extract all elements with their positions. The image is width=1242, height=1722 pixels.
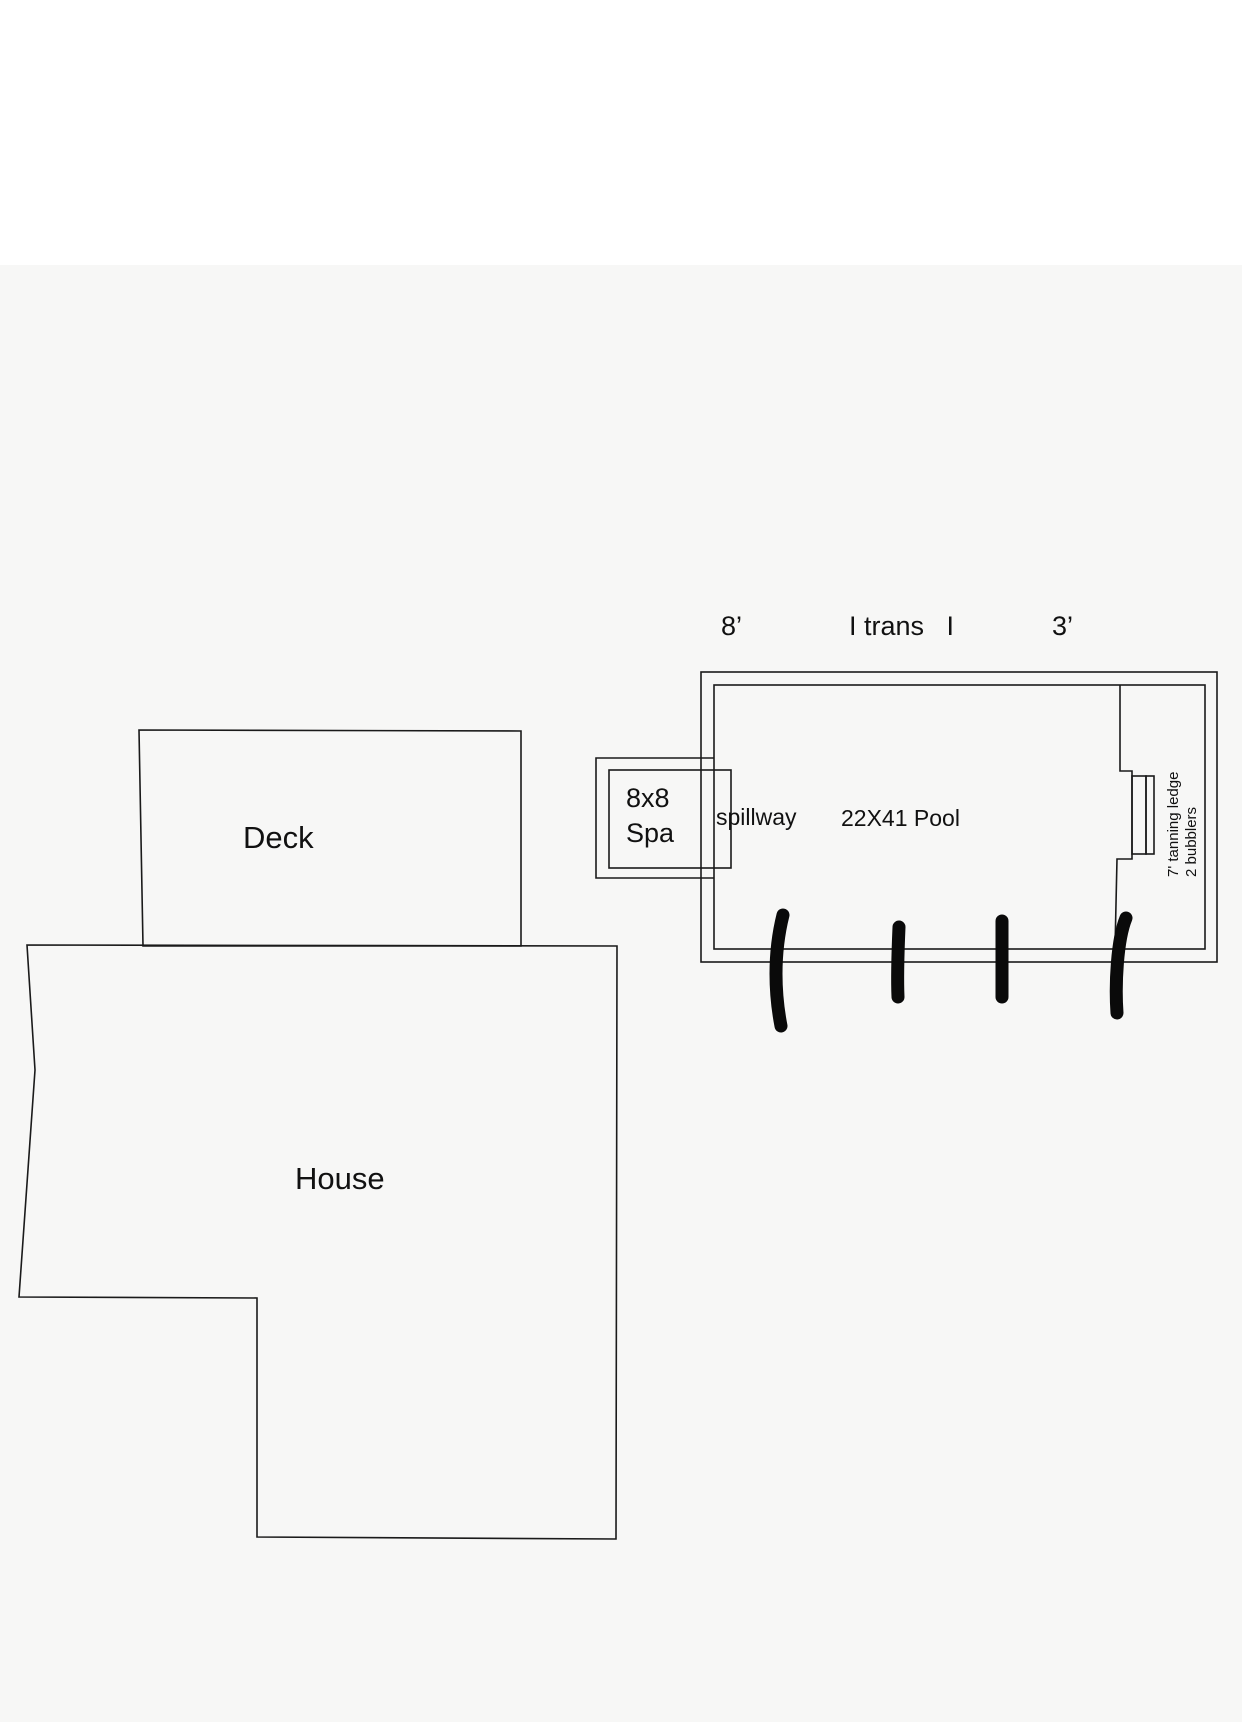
spillway-label: spillway xyxy=(716,804,797,830)
spa-inner-outline xyxy=(608,769,732,869)
tanning-ledge-outline xyxy=(1114,685,1133,950)
pool-wall-outline xyxy=(713,684,1206,950)
bubblers-label: 2 bubblers xyxy=(1183,807,1200,877)
marker-stroke-2 xyxy=(891,920,906,1004)
house-outline xyxy=(18,944,618,1540)
pool-coping-outline xyxy=(700,671,1218,963)
paper-background xyxy=(0,265,1242,1722)
dimension-label-trans: I trans I xyxy=(849,611,954,641)
deck-label: Deck xyxy=(243,820,314,855)
house-label: House xyxy=(295,1161,385,1196)
deck-outline xyxy=(138,729,522,947)
marker-stroke-4 xyxy=(1109,911,1133,1020)
dimension-label-8ft: 8’ xyxy=(721,611,742,641)
pool-label: 22X41 Pool xyxy=(841,805,960,831)
tanning-ledge-step-1 xyxy=(1131,775,1147,855)
spa-outer-outline xyxy=(595,757,714,879)
spa-label: Spa xyxy=(626,818,675,848)
spa-size-label: 8x8 xyxy=(626,783,670,813)
tanning-ledge-step-2 xyxy=(1145,775,1155,855)
marker-stroke-1 xyxy=(769,908,790,1033)
tanning-ledge-label: 7' tanning ledge xyxy=(1165,772,1182,877)
dimension-label-3ft: 3’ xyxy=(1052,611,1073,641)
